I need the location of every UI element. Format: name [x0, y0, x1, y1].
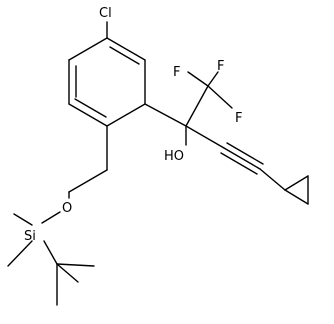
c-f-bond — [187, 71, 209, 87]
tbutyl-methyl-bond — [56, 263, 79, 283]
ring-bond — [106, 103, 146, 127]
ring-bond — [284, 175, 309, 191]
si-methyl-bond — [13, 213, 33, 226]
cyclopropyl-ring — [284, 175, 309, 205]
si-tbutyl-bond — [43, 240, 58, 265]
chlorine-atom-label: Cl — [99, 6, 112, 21]
tbutyl-methyl-bond — [56, 263, 95, 267]
ring-bond — [68, 103, 108, 127]
ethyl-bond — [68, 169, 108, 193]
ring-double-bond — [109, 46, 140, 65]
fluorine-atom-label: F — [235, 111, 242, 126]
ring-double-bond — [74, 98, 107, 118]
alkyne-triple-bond — [185, 125, 286, 191]
ring-bond — [68, 37, 108, 61]
ether-oxygen-label: O — [62, 201, 72, 216]
c-f-bond — [207, 71, 219, 87]
fluorine-atom-label: F — [217, 59, 224, 74]
alkyne-to-cyclopropyl-bond — [259, 168, 286, 191]
triple-bond-line — [223, 147, 261, 170]
triple-bond-line — [226, 142, 264, 165]
ring-bond — [284, 189, 309, 205]
ring-bond — [106, 37, 146, 61]
quaternary-to-cf3-bond — [185, 85, 209, 127]
quaternary-to-alkyne-bond — [185, 125, 225, 149]
si-methyl-bond — [7, 240, 33, 267]
benzene-ring — [68, 37, 146, 127]
hydroxyl-label: HO — [164, 149, 184, 164]
ring-to-quaternary-carbon-bond — [144, 103, 187, 127]
o-si-bond — [41, 211, 61, 224]
fluorine-atom-label: F — [173, 65, 180, 80]
silicon-atom-label: Si — [24, 229, 36, 244]
tert-butyl-group — [43, 240, 95, 306]
triple-bond-line — [220, 152, 258, 175]
c-f-bond — [207, 85, 233, 109]
